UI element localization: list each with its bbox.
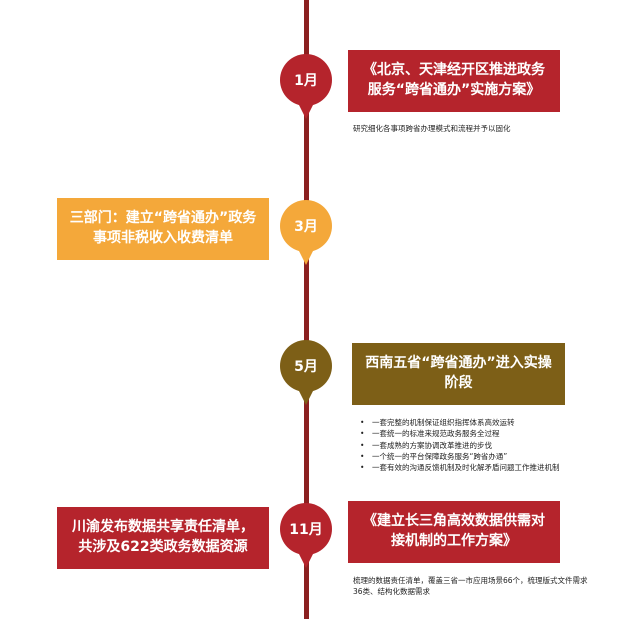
event-title: 《北京、天津经开区推进政务服务“跨省通办”实施方案》 (363, 62, 545, 98)
event-title: 三部门：建立“跨省通办”政务事项非税收入收费清单 (69, 210, 257, 246)
timeline-marker-jan: 1月 (280, 54, 332, 106)
event-title: 西南五省“跨省通办”进入实操阶段 (365, 355, 552, 391)
timeline-marker-nov: 11月 (280, 503, 332, 555)
timeline-marker-may: 5月 (280, 340, 332, 392)
timeline-marker-mar: 3月 (280, 200, 332, 252)
month-label: 3月 (294, 219, 318, 235)
event-card-nov-right: 《建立长三角高效数据供需对接机制的工作方案》 (348, 501, 560, 563)
timeline-spine (304, 0, 309, 619)
event-note-jan: 研究细化各事项跨省办理模式和流程并予以固化 (353, 124, 511, 133)
month-label: 1月 (294, 73, 318, 89)
event-card-nov-left: 川渝发布数据共享责任清单，共涉及622类政务数据资源 (57, 507, 269, 569)
event-card-mar: 三部门：建立“跨省通办”政务事项非税收入收费清单 (57, 198, 269, 260)
list-item: 一套有效的沟通反馈机制及时化解矛盾问题工作推进机制 (360, 462, 565, 474)
list-item: 一套统一的标准来规范政务服务全过程 (360, 428, 565, 440)
event-card-jan: 《北京、天津经开区推进政务服务“跨省通办”实施方案》 (348, 50, 560, 112)
list-item: 一套完整的机制保证组织指挥体系高效运转 (360, 417, 565, 429)
event-bullets-may: 一套完整的机制保证组织指挥体系高效运转 一套统一的标准来规范政务服务全过程 一套… (360, 417, 565, 474)
event-title: 川渝发布数据共享责任清单，共涉及622类政务数据资源 (72, 519, 254, 555)
list-item: 一套成熟的方案协调改革推进的步伐 (360, 440, 565, 452)
event-note-nov: 梳理的数据责任清单，覆盖三省一市应用场景66个，梳理版式文件需求36类、结构化数… (353, 576, 588, 597)
month-label: 5月 (294, 359, 318, 375)
month-label: 11月 (289, 522, 323, 538)
list-item: 一个统一的平台保障政务服务“跨省办通” (360, 451, 565, 463)
event-card-may: 西南五省“跨省通办”进入实操阶段 (352, 343, 565, 405)
event-title: 《建立长三角高效数据供需对接机制的工作方案》 (363, 513, 545, 549)
